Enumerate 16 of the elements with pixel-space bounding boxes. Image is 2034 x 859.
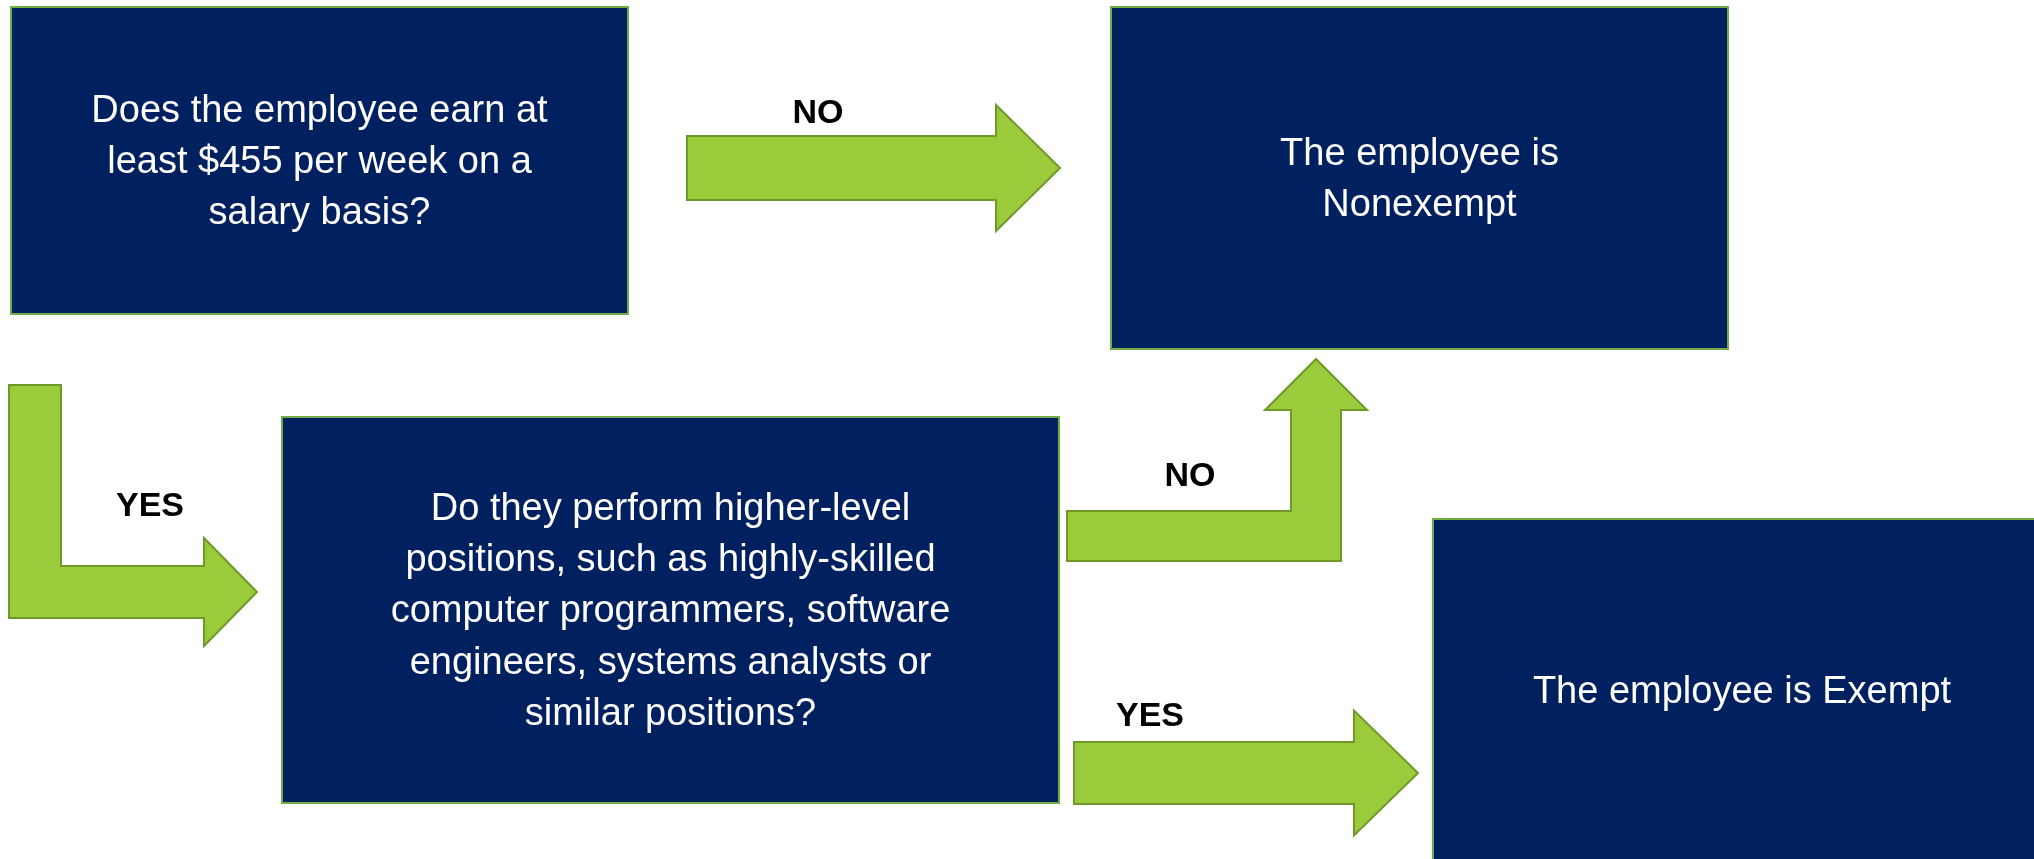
box-text: Do they perform higher-level positions, such as highly-skilled computer programmers, software engineers, systems analysts or similar positions? [389,484,952,735]
block-arrow [686,102,1062,234]
edge-label: YES [1116,695,1184,734]
block-arrow [8,384,259,649]
edge-label: NO [1164,455,1216,494]
process-box [10,6,629,315]
box-text: The employee is Nonexempt [1279,129,1560,226]
edge-label: YES [116,485,184,524]
process-box [1432,518,2034,859]
box-text: The employee is Exempt [1532,667,1952,713]
process-box [281,416,1060,804]
block-arrow [1066,357,1370,562]
edge-label: NO [792,92,844,131]
box-text: Does the employee earn at least $455 per week on a salary basis? [90,86,549,235]
process-box [1110,6,1729,350]
block-arrow [1073,708,1420,838]
